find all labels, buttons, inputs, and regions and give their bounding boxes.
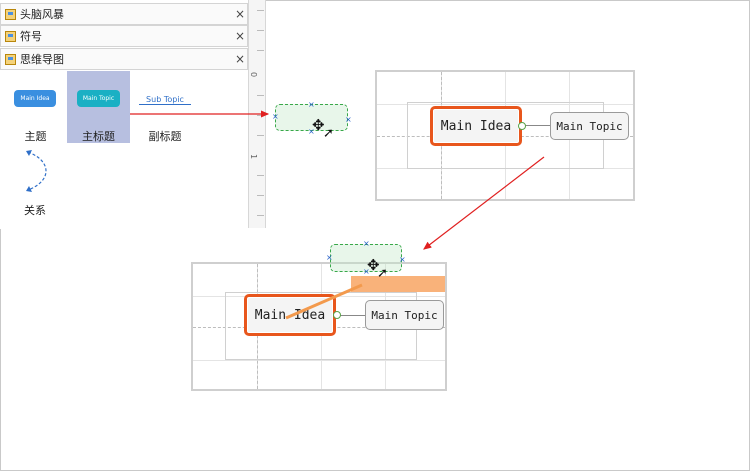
shape-relation[interactable]: 关系 bbox=[10, 145, 60, 217]
main-idea-chip: Main Idea bbox=[14, 90, 56, 107]
sub-topic-link: Sub Topic bbox=[139, 95, 191, 105]
shape-label: 主题 bbox=[24, 130, 47, 143]
ruler-tick bbox=[257, 195, 264, 196]
library-section-label: 头脑风暴 bbox=[20, 8, 64, 21]
arrow-step-down bbox=[423, 156, 545, 250]
library-section-brainstorm[interactable]: 头脑风暴 × bbox=[0, 3, 248, 25]
move-cursor-icon: ✥ bbox=[312, 116, 325, 134]
library-icon bbox=[5, 30, 16, 42]
pointer-cursor-icon: ➚ bbox=[323, 126, 334, 141]
grid-line bbox=[377, 104, 633, 105]
drop-target-highlight bbox=[351, 276, 445, 292]
connection-point[interactable] bbox=[518, 122, 526, 130]
close-icon[interactable]: × bbox=[234, 7, 246, 21]
ruler-tick bbox=[257, 215, 264, 216]
main-topic-chip: Main Topic bbox=[77, 90, 120, 107]
main-topic-node[interactable]: Main Topic bbox=[550, 112, 629, 140]
connection-point[interactable] bbox=[333, 311, 341, 319]
handle-x-icon: × bbox=[345, 115, 352, 124]
handle-x-icon: × bbox=[308, 127, 315, 136]
handle-x-icon: × bbox=[326, 253, 333, 262]
main-idea-node[interactable]: Main Idea bbox=[430, 106, 522, 146]
shape-main-idea[interactable]: Main Idea 主题 bbox=[8, 72, 63, 144]
shape-sub-topic[interactable]: Sub Topic 副标题 bbox=[135, 72, 195, 144]
shape-label: 副标题 bbox=[148, 130, 182, 143]
pending-connection-line bbox=[285, 283, 363, 320]
library-icon bbox=[5, 8, 16, 20]
library-section-label: 思维导图 bbox=[20, 53, 64, 66]
close-icon[interactable]: × bbox=[234, 29, 246, 43]
connector-line bbox=[337, 315, 365, 316]
pointer-cursor-icon: ➚ bbox=[377, 266, 388, 281]
ruler-tick bbox=[257, 135, 264, 136]
shape-library-panel: 头脑风暴 × 符号 × 思维导图 × Main Idea 主题 Main Top… bbox=[0, 0, 248, 229]
handle-x-icon: × bbox=[308, 100, 315, 109]
close-icon[interactable]: × bbox=[234, 52, 246, 66]
handle-x-icon: × bbox=[363, 267, 370, 276]
connector-line bbox=[522, 125, 552, 126]
handle-x-icon: × bbox=[272, 112, 279, 121]
handle-x-icon: × bbox=[363, 239, 370, 248]
dragging-shape-preview[interactable] bbox=[330, 244, 402, 272]
move-cursor-icon: ✥ bbox=[367, 256, 380, 274]
shape-main-topic-selected[interactable]: Main Topic 主标题 bbox=[67, 71, 130, 143]
shape-label: 主标题 bbox=[82, 130, 115, 143]
ruler-tick bbox=[257, 115, 264, 116]
canvas-preview-bottom: Main Idea Main Topic bbox=[191, 262, 447, 391]
library-section-symbols[interactable]: 符号 × bbox=[0, 25, 248, 47]
ruler-tick bbox=[257, 10, 264, 11]
grid-line bbox=[193, 360, 445, 361]
ruler-tick bbox=[257, 50, 264, 51]
library-section-label: 符号 bbox=[20, 30, 42, 43]
ruler-tick bbox=[257, 175, 264, 176]
dragging-shape-preview[interactable] bbox=[275, 104, 348, 131]
canvas-preview-top: Main Idea Main Topic bbox=[375, 70, 635, 201]
library-section-mindmap[interactable]: 思维导图 × bbox=[0, 48, 248, 70]
library-icon bbox=[5, 53, 16, 65]
ruler-tick bbox=[257, 95, 264, 96]
handle-x-icon: × bbox=[399, 255, 406, 264]
shape-label: 关系 bbox=[24, 204, 46, 217]
main-topic-node[interactable]: Main Topic bbox=[365, 300, 444, 330]
relation-curve-icon bbox=[26, 150, 47, 192]
ruler-tick bbox=[257, 30, 264, 31]
